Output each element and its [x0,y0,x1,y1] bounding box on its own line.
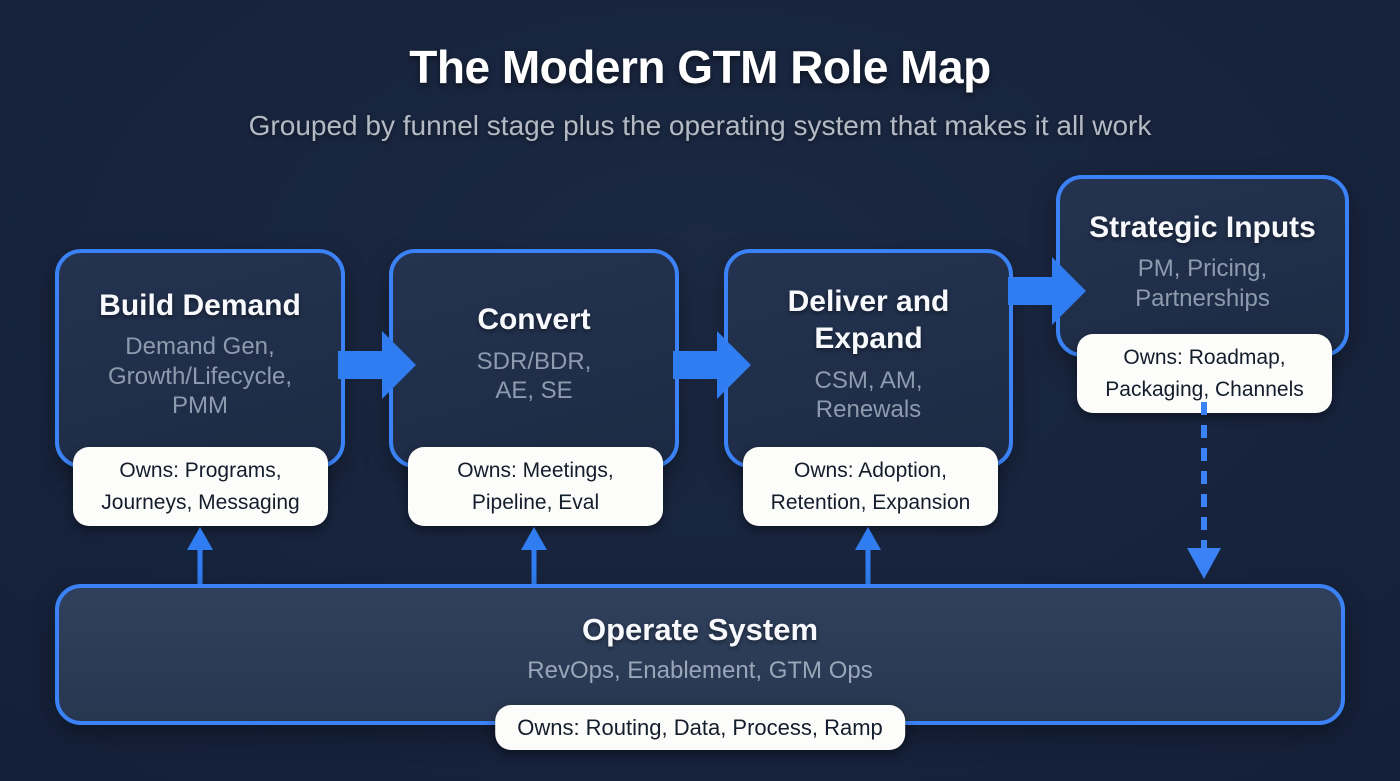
stage-roles: PM, Pricing, Partnerships [1135,255,1270,312]
stage-box-convert: Convert SDR/BDR, AE, SE [389,249,679,468]
stage-title: Strategic Inputs [1089,210,1316,244]
stage-box-deliver-expand: Deliver and Expand CSM, AM, Renewals [724,249,1013,468]
stage-roles: CSM, AM, Renewals [814,366,923,423]
stage-title: Deliver and Expand [787,284,950,356]
stage-box-strategic-inputs: Strategic Inputs PM, Pricing, Partnershi… [1056,175,1349,357]
owns-pill-convert: Owns: Meetings, Pipeline, Eval [408,447,663,526]
operate-system-box: Operate System RevOps, Enablement, GTM O… [55,584,1345,725]
arrow-up-icon [853,527,883,585]
operate-title: Operate System [581,611,819,647]
stage-box-build-demand: Build Demand Demand Gen, Growth/Lifecycl… [55,249,345,468]
arrow-up-icon [185,527,215,585]
stage-roles: SDR/BDR, AE, SE [476,347,592,405]
stage-roles: Demand Gen, Growth/Lifecycle, PMM [107,333,293,419]
owns-pill-deliver-expand: Owns: Adoption, Retention, Expansion [743,447,998,526]
operate-roles: RevOps, Enablement, GTM Ops [527,656,873,684]
page-subtitle: Grouped by funnel stage plus the operati… [248,110,1152,141]
page-title: The Modern GTM Role Map [409,41,991,93]
dashed-arrow-down-icon [1187,402,1221,579]
owns-pill-strategic-inputs: Owns: Roadmap, Packaging, Channels [1077,334,1332,413]
stage-title: Convert [477,303,591,337]
arrow-up-icon [519,527,549,585]
flow-arrow-right-icon [673,327,751,403]
stage-title: Build Demand [99,288,301,322]
owns-pill-operate-system: Owns: Routing, Data, Process, Ramp [495,705,905,750]
flow-arrow-right-icon [1008,253,1086,329]
owns-pill-build-demand: Owns: Programs, Journeys, Messaging [73,447,328,526]
flow-arrow-right-icon [338,327,416,403]
header: The Modern GTM Role Map Grouped by funne… [0,0,1400,142]
